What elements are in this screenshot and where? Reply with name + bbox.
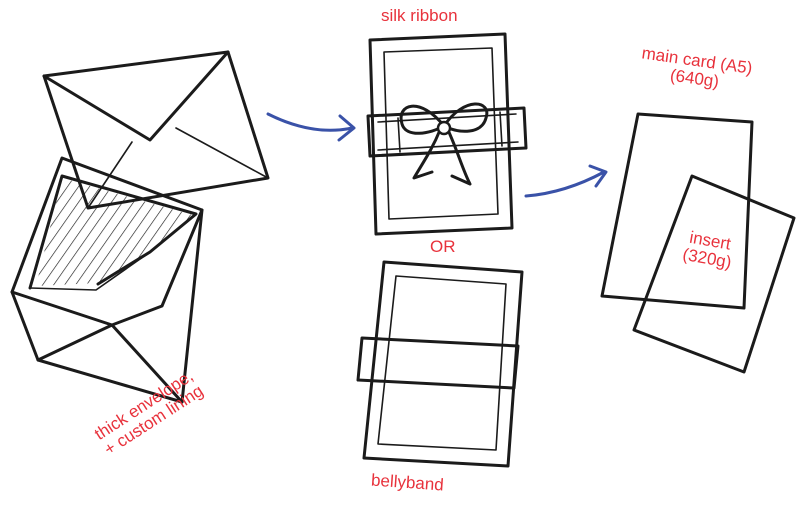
silk-ribbon-band [366,106,528,158]
ribbon-bow-knot [436,120,452,136]
silk-ribbon-label: silk ribbon [381,7,458,25]
silk-ribbon-text: silk ribbon [381,6,458,25]
closed-envelope-flap [42,50,230,142]
open-envelope-body [10,156,204,404]
insert-card-shape [632,174,796,374]
stationery-cards [600,112,796,374]
main-card-shape [600,112,754,310]
or-label: OR [430,238,456,256]
bellyband-card-outer [362,260,524,468]
envelope-lining-hatch [36,178,196,286]
bellyband-band [356,336,520,390]
bellyband-card-inner [377,275,507,451]
envelope-lining-outline [28,174,198,290]
ribbon-card-inner [383,47,499,220]
bellyband-card [356,260,524,468]
ribbon-bow-tails [412,128,472,186]
ribbon-card [366,32,528,236]
arrow-card-to-stationery [524,164,608,198]
or-text: OR [430,237,456,256]
ribbon-card-outer [368,32,514,236]
open-envelope-inner-edge [29,251,151,291]
silk-ribbon-texture [377,111,519,153]
closed-envelope [42,50,270,210]
arrow-envelope-to-card [266,112,356,142]
closed-envelope-lower-folds [87,127,269,209]
open-envelope-with-lining [10,156,204,404]
open-envelope-fold [10,208,204,404]
